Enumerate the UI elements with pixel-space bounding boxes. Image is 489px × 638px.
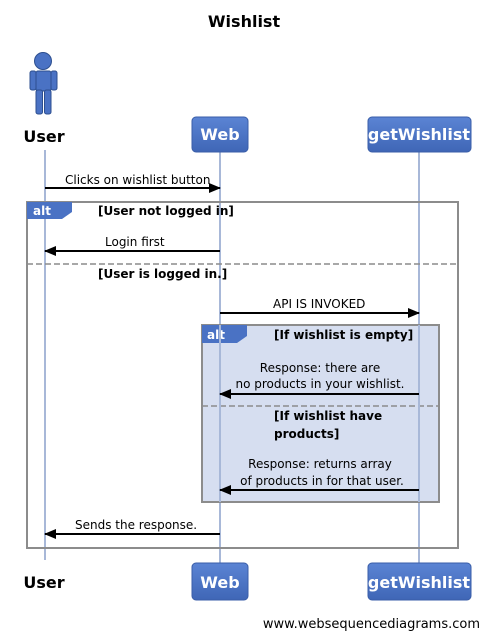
inner-alt-condition-1: [If wishlist is empty] — [274, 328, 413, 342]
participant-web-bottom-label: Web — [200, 573, 239, 592]
message-label-4-line-2: no products in your wishlist. — [236, 377, 405, 391]
message-label-6: Sends the response. — [75, 518, 197, 532]
participant-web-top-label: Web — [200, 125, 239, 144]
inner-alt-condition-2-line-2: products] — [274, 427, 339, 441]
participant-web-top: Web — [191, 116, 249, 153]
inner-alt-tag: alt — [207, 328, 225, 342]
participant-getwishlist-top-label: getWishlist — [368, 125, 470, 144]
user-actor-icon — [29, 52, 58, 115]
participant-user-bottom: User — [23, 573, 64, 592]
outer-alt-frame: alt [User not logged in] [User is logged… — [26, 201, 459, 549]
inner-alt-frame: alt [If wishlist is empty] [If wishlist … — [201, 324, 440, 503]
message-label-3: API IS INVOKED — [273, 297, 365, 311]
outer-alt-condition-1: [User not logged in] — [98, 204, 234, 218]
participant-getwishlist-top: getWishlist — [367, 116, 472, 153]
participant-user-top: User — [23, 127, 64, 146]
message-label-5-line-1: Response: returns array — [248, 457, 392, 471]
message-label-5-line-2: of products in for that user. — [240, 474, 404, 488]
outer-alt-condition-2: [User is logged in.] — [98, 267, 227, 281]
participant-getwishlist-bottom: getWishlist — [367, 562, 472, 601]
message-label-1: Clicks on wishlist button — [65, 173, 210, 187]
message-label-4-line-1: Response: there are — [260, 361, 380, 375]
outer-alt-tag: alt — [33, 204, 51, 218]
diagram-title: Wishlist — [208, 12, 281, 31]
participant-getwishlist-bottom-label: getWishlist — [368, 573, 470, 592]
footer-credit: www.websequencediagrams.com — [263, 617, 480, 632]
message-label-2: Login first — [105, 235, 165, 249]
participant-web-bottom: Web — [191, 562, 249, 601]
inner-alt-condition-2-line-1: [If wishlist have — [274, 409, 382, 423]
